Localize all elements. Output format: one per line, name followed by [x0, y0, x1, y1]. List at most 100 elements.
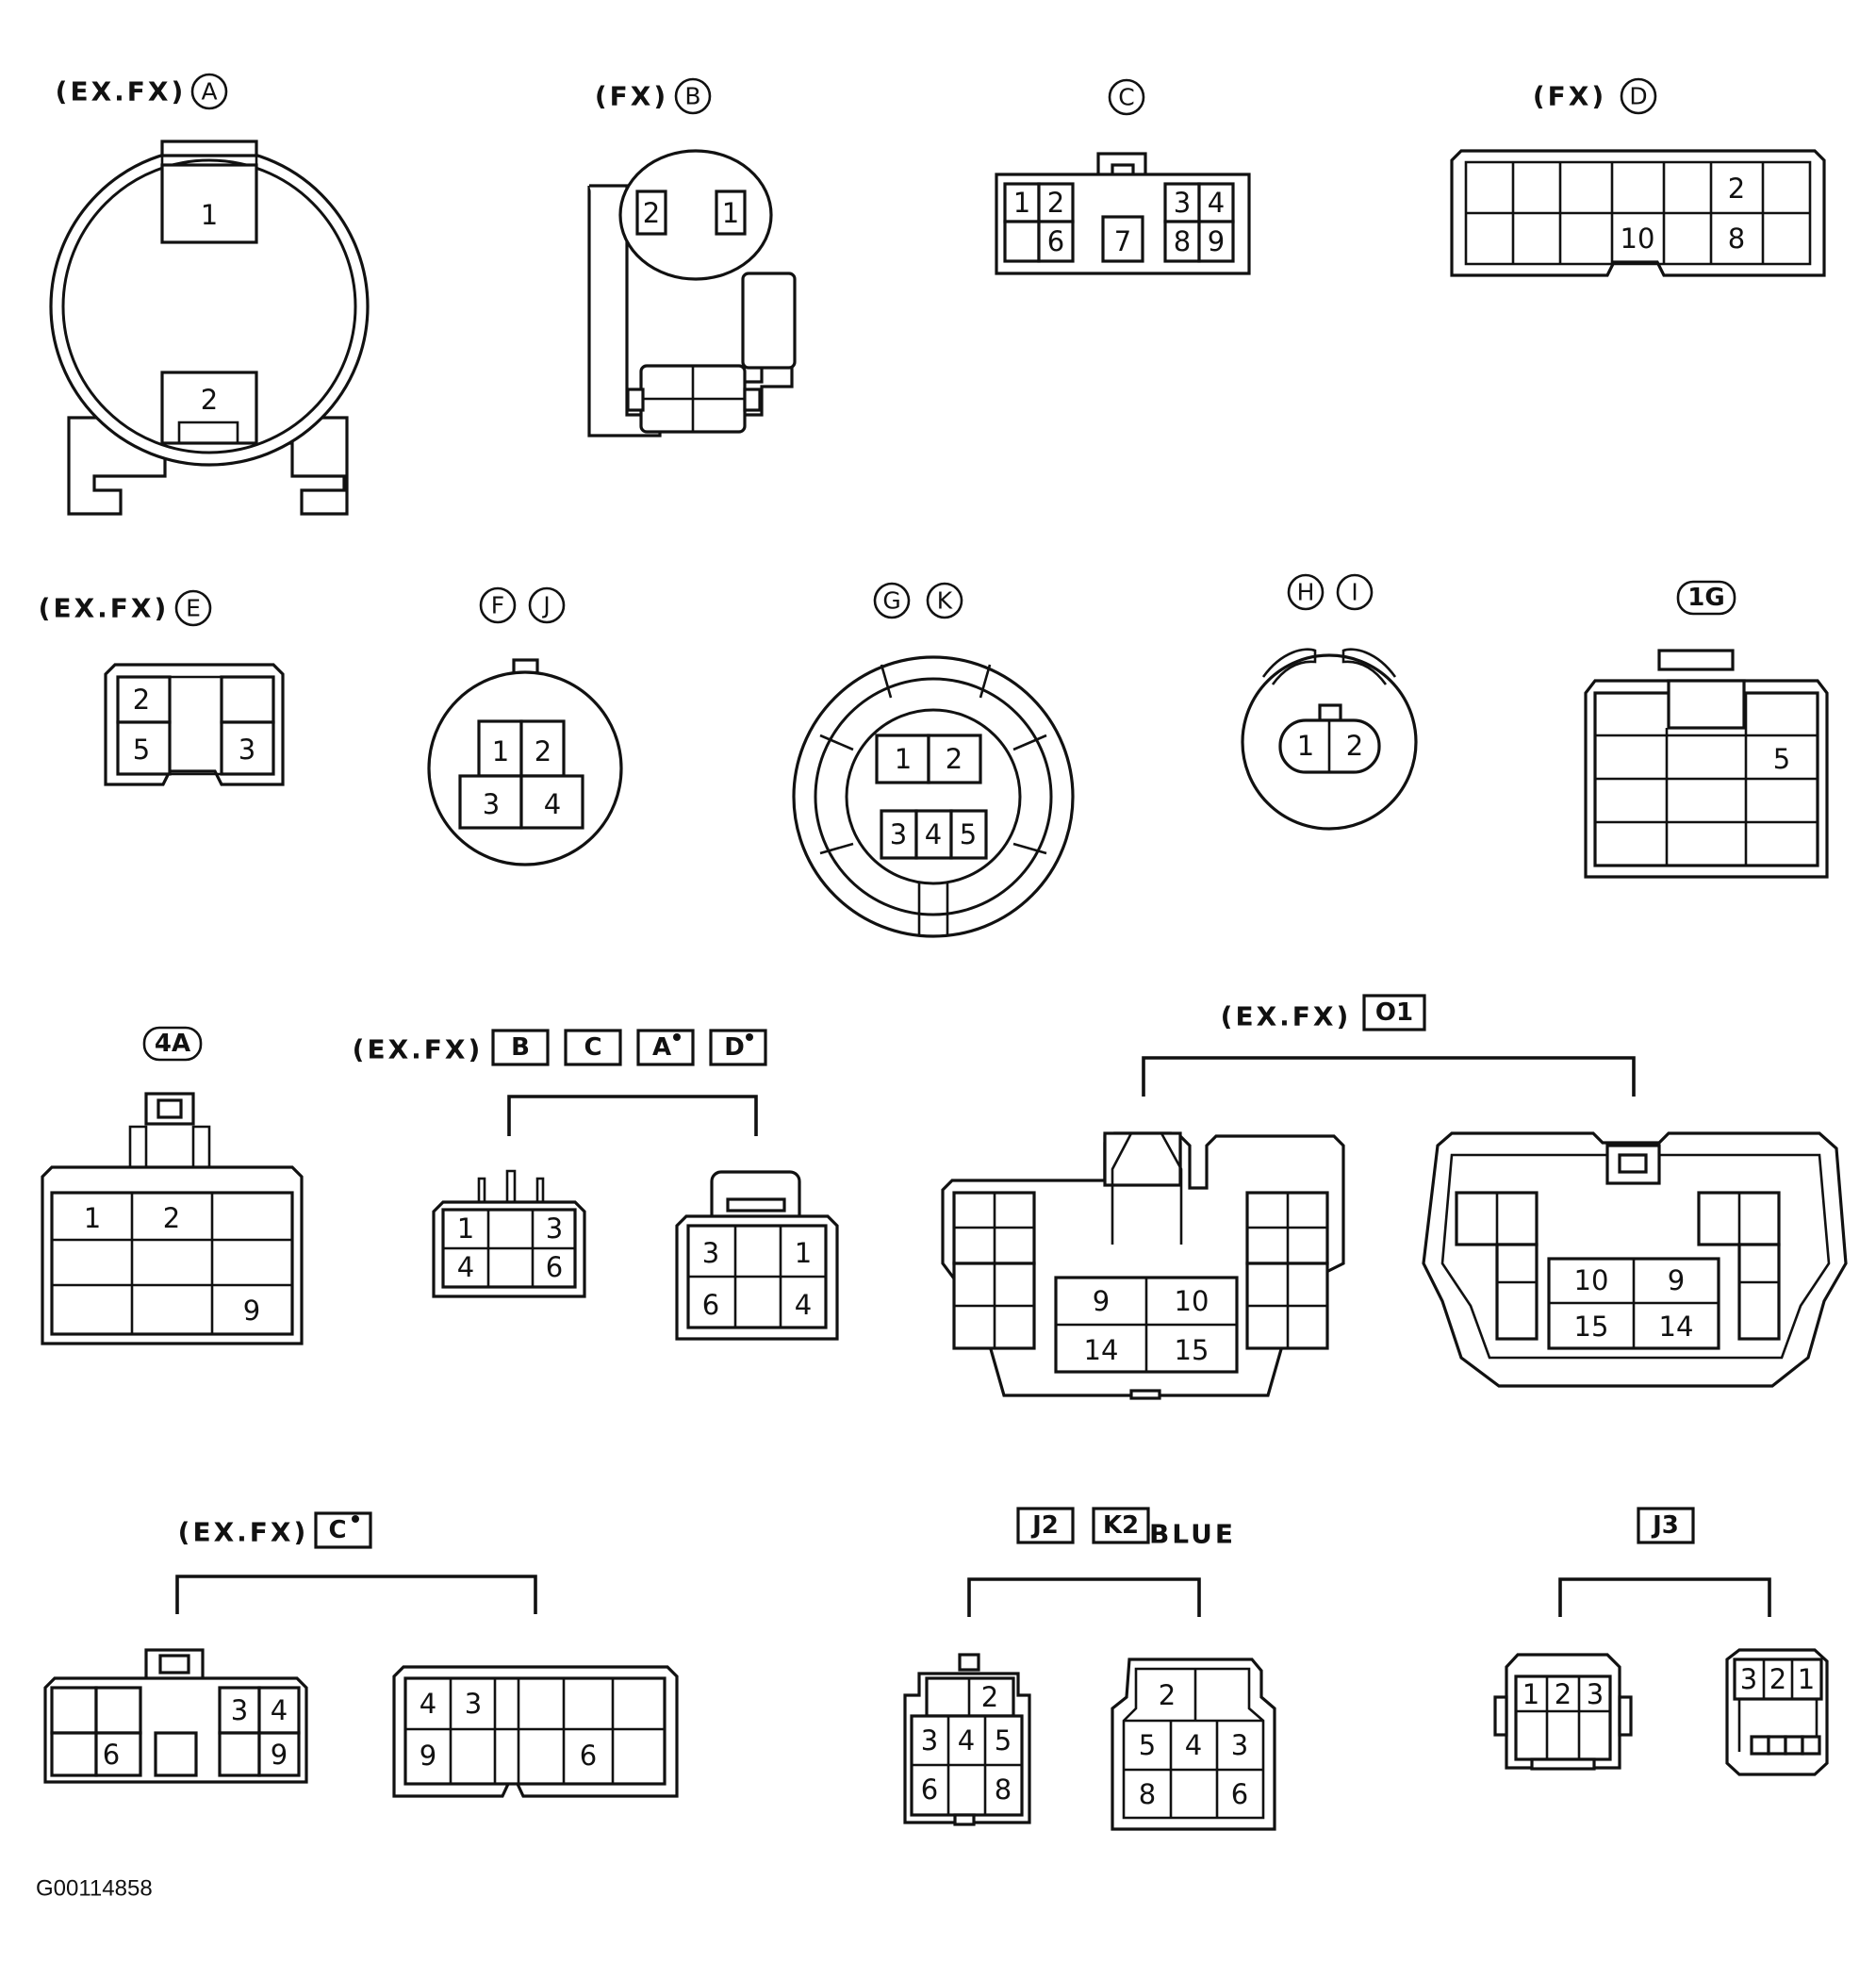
pin-label: 1	[795, 1237, 812, 1269]
group-k2-id-box	[1092, 1507, 1150, 1544]
group-cstar-id: C	[328, 1516, 346, 1544]
pin-label: 5	[1139, 1729, 1156, 1761]
group-o1-id-box	[1362, 994, 1426, 1031]
pin-label: 2	[201, 384, 218, 416]
pin-label: 3	[890, 818, 907, 850]
connector-k-id: K	[937, 587, 953, 615]
pin-label: 4	[1185, 1729, 1202, 1761]
pin-label: 8	[1728, 223, 1745, 255]
connector-group-j2-k2: J2 K2 BLUE 2 3 4 5 6 8 2 5 4 3 8 6	[903, 1507, 1276, 1831]
pin-label: 9	[243, 1295, 260, 1327]
group-j2-id-box	[1016, 1507, 1075, 1544]
pin-label: 14	[1659, 1311, 1694, 1343]
pin-label: 1	[84, 1202, 101, 1234]
connector-b-id: B	[684, 83, 700, 110]
connector-g-id-circle	[873, 582, 911, 619]
pin-label: 5	[960, 818, 977, 850]
connector-g-id: G	[882, 587, 900, 615]
connector-i-id: I	[1351, 579, 1358, 606]
connector-c-id: C	[1118, 84, 1134, 111]
connector-d-id: D	[1629, 83, 1647, 110]
connector-a-pin-2	[160, 371, 258, 445]
pin-label: 6	[1047, 225, 1064, 257]
pin-label: 10	[1175, 1285, 1210, 1317]
connector-k-id-circle	[926, 582, 963, 619]
connector-a-id: A	[201, 78, 217, 106]
connector-j-id: J	[541, 592, 550, 619]
connector-4a: 4A 1 2 9	[41, 1026, 304, 1345]
connector-i-id-circle	[1336, 573, 1374, 611]
pin-label: 2	[643, 197, 660, 229]
pin-label: 3	[239, 734, 255, 766]
connector-e-qualifier: (EX.FX)	[39, 593, 170, 624]
group-cstar-qualifier: (EX.FX)	[178, 1517, 309, 1548]
pin-label: 2	[981, 1681, 998, 1713]
group-o1-id: O1	[1375, 998, 1413, 1027]
pin-label: 8	[1174, 225, 1191, 257]
group-bcad-id-box	[564, 1029, 622, 1066]
connector-b: (FX) B 2 1	[587, 77, 797, 437]
connector-h-i: H I 1 2	[1241, 573, 1418, 831]
connector-c-id-circle	[1108, 78, 1145, 116]
group-o1-qualifier: (EX.FX)	[1221, 1001, 1352, 1032]
connector-group-bcad: (EX.FX) B C A D 1 3 4 6 3 1 6 4	[353, 1029, 839, 1341]
connector-c: C 1 2 3 4 6 7 8 9	[995, 78, 1251, 275]
group-j2-id: J2	[1030, 1511, 1059, 1540]
mark-dot	[352, 1515, 359, 1523]
pin-label: 5	[1773, 743, 1790, 775]
connector-b-qualifier: (FX)	[595, 81, 668, 112]
connector-a-pin-1	[160, 163, 258, 244]
pin-label: 6	[1231, 1778, 1248, 1810]
pin-label: 6	[702, 1289, 719, 1321]
connector-j-id-circle	[528, 586, 566, 624]
connector-b-pin-1	[715, 190, 747, 236]
pin-label: 15	[1574, 1311, 1609, 1343]
connector-4a-id-oval	[142, 1026, 203, 1062]
pin-label: 3	[1231, 1729, 1248, 1761]
pin-label: 4	[958, 1724, 975, 1757]
group-cstar-id-box	[314, 1511, 372, 1549]
connector-a-id-circle	[190, 73, 228, 110]
connector-4a-id: 4A	[155, 1030, 190, 1058]
group-j3-id: J3	[1651, 1511, 1679, 1540]
group-bcad-id: A	[652, 1033, 671, 1062]
pin-label: 7	[1114, 225, 1131, 257]
group-bcad-id: D	[724, 1033, 745, 1062]
pin-label: 1	[1522, 1678, 1539, 1710]
pin-label: 1	[492, 735, 509, 767]
group-j3-id-box	[1637, 1507, 1695, 1544]
pin-label: 4	[925, 818, 942, 850]
connector-f-id: F	[491, 592, 504, 619]
pin-label: 1	[722, 197, 739, 229]
pin-label: 10	[1621, 223, 1655, 255]
connector-a-qualifier: (EX.FX)	[56, 76, 187, 107]
pin-label: 1	[201, 199, 218, 231]
connector-f-j: F J 1 2 3 4	[427, 586, 623, 866]
pin-label: 6	[103, 1739, 120, 1771]
pin-label: 2	[163, 1202, 180, 1234]
connector-g-k: G K 1 2 3 4 5	[792, 582, 1075, 938]
connector-d: (FX) D 2 10 8	[1450, 77, 1826, 277]
pin-label: 9	[1093, 1285, 1110, 1317]
pin-label: 1	[1798, 1663, 1815, 1695]
pin-label: 5	[133, 734, 150, 766]
pin-label: 8	[995, 1773, 1012, 1806]
pin-label: 4	[795, 1289, 812, 1321]
connector-h-id-circle	[1287, 573, 1325, 611]
pin-label: 4	[544, 788, 561, 820]
pin-label: 15	[1175, 1334, 1210, 1366]
connector-h-id: H	[1297, 579, 1315, 606]
pin-label: 3	[231, 1694, 248, 1726]
pin-label: 3	[702, 1237, 719, 1269]
group-bcad-id-box	[491, 1029, 550, 1066]
pin-label: 9	[1668, 1264, 1685, 1296]
pin-label: 1	[457, 1212, 474, 1245]
pin-label: 10	[1574, 1264, 1609, 1296]
group-bcad-id-box	[709, 1029, 767, 1066]
connector-group-o1: (EX.FX) O1 9 10 14 15	[941, 994, 1848, 1400]
connector-1g-id: 1G	[1687, 584, 1724, 612]
pin-label: 9	[271, 1739, 288, 1771]
connector-d-id-circle	[1620, 77, 1657, 115]
